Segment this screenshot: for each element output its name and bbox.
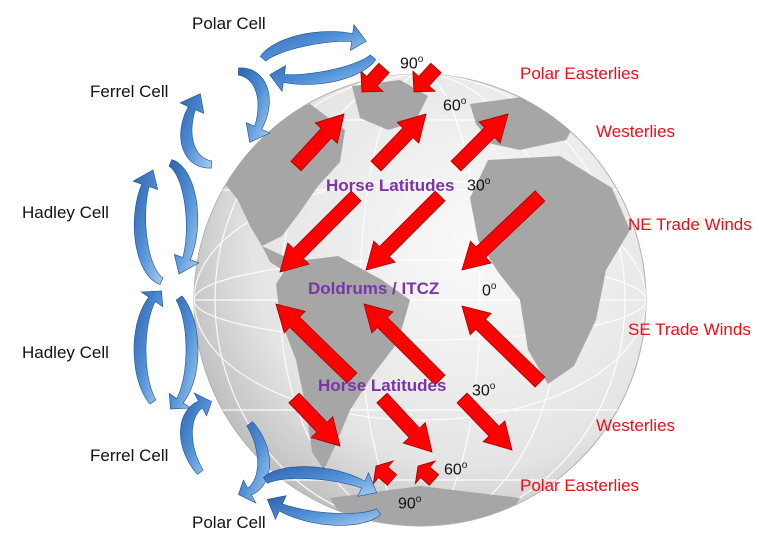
ferrel-cell-south-arrow-inner <box>180 392 212 475</box>
westerlies-north-arrow <box>290 113 345 172</box>
latitude-60-north: 60o <box>443 96 467 115</box>
se-trade-wind-arrow <box>275 303 358 384</box>
se-trade-winds-label: SE Trade Winds <box>628 320 751 339</box>
polar-easterlies-north-arrow <box>360 62 390 93</box>
polar-cell-south-label: Polar Cell <box>192 513 266 532</box>
hadley-cell-south-label: Hadley Cell <box>22 343 109 362</box>
horse-latitudes-south-label: Horse Latitudes <box>318 376 447 395</box>
ferrel-cell-north-arrow-inner <box>179 93 213 169</box>
polar-cell-north-label: Polar Cell <box>192 14 266 33</box>
polar-cell-north-arrow-upper <box>259 23 367 62</box>
polar-easterlies-north-label: Polar Easterlies <box>520 64 640 83</box>
latitude-30-south: 30o <box>472 381 496 400</box>
wind-arrows <box>275 62 546 486</box>
latitude-90-north: 90o <box>400 54 424 73</box>
ferrel-cell-north-label: Ferrel Cell <box>90 82 169 101</box>
polar-easterlies-south-arrow <box>414 460 440 486</box>
ferrel-cell-south-label: Ferrel Cell <box>90 446 169 465</box>
doldrums-itcz-label: Doldrums / ITCZ <box>308 279 440 298</box>
ne-trade-wind-arrow <box>365 190 446 271</box>
ferrel-cell-north-arrow-outer <box>237 67 271 143</box>
latitude-equator: 0o <box>482 281 497 300</box>
westerlies-north-arrow <box>370 113 427 172</box>
polar-easterlies-south-arrow <box>372 460 398 486</box>
westerlies-south-label: Westerlies <box>596 416 676 435</box>
ferrel-cell-south-arrow-outer <box>238 421 270 504</box>
polar-easterlies-north-arrow <box>412 62 442 93</box>
westerlies-south-arrow <box>456 392 513 451</box>
westerlies-south-arrow <box>376 392 433 453</box>
hadley-cell-south-arrow-inner <box>168 295 199 410</box>
latitude-60-south: 60o <box>444 460 468 479</box>
se-trade-wind-arrow <box>363 303 446 386</box>
polar-cell-south-arrow-lower <box>266 495 382 526</box>
ne-trade-winds-label: NE Trade Winds <box>628 215 752 234</box>
westerlies-north-label: Westerlies <box>596 122 676 141</box>
westerlies-south-arrow <box>288 392 341 447</box>
circulation-cell-arrows <box>132 23 382 526</box>
latitude-30-north: 30o <box>467 176 491 195</box>
se-trade-wind-arrow <box>461 305 546 388</box>
hadley-cell-south-arrow-outer <box>133 290 164 405</box>
ne-trade-wind-arrow <box>461 190 546 271</box>
hadley-cell-north-arrow-inner <box>168 159 200 275</box>
polar-cell-south-arrow-upper <box>262 466 378 497</box>
latitude-90-south: 90o <box>398 494 422 513</box>
ne-trade-wind-arrow <box>279 190 362 273</box>
hadley-cell-north-arrow-outer <box>132 169 164 285</box>
horse-latitudes-north-label: Horse Latitudes <box>326 176 455 195</box>
polar-cell-north-arrow-lower <box>269 54 377 93</box>
polar-easterlies-south-label: Polar Easterlies <box>520 476 640 495</box>
westerlies-north-arrow <box>450 113 509 172</box>
hadley-cell-north-label: Hadley Cell <box>22 203 109 222</box>
